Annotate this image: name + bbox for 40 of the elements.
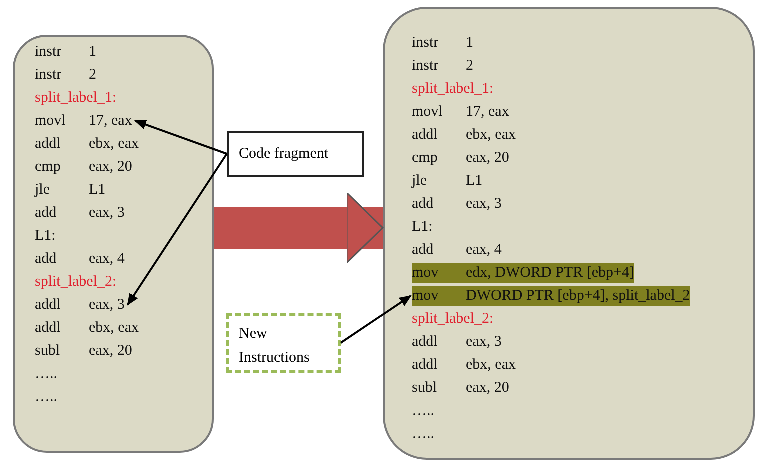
code-line: addl ebx, eax bbox=[412, 355, 516, 375]
code-line: subl eax, 20 bbox=[35, 341, 132, 361]
callout-box: Code fragment bbox=[227, 131, 364, 177]
code-line: cmp eax, 20 bbox=[35, 157, 132, 177]
code-line: subl eax, 20 bbox=[412, 378, 510, 398]
dashed-callout-box: New Instructions bbox=[226, 313, 341, 373]
code-line: L1: bbox=[35, 226, 56, 246]
code-line: instr 1 bbox=[412, 33, 474, 53]
code-line: instr 1 bbox=[35, 42, 96, 62]
code-line: ….. bbox=[35, 364, 58, 384]
code-line: ….. bbox=[35, 387, 58, 407]
code-panel bbox=[13, 35, 214, 453]
code-line: movl 17, eax bbox=[412, 102, 510, 122]
code-line: add eax, 3 bbox=[412, 194, 502, 214]
code-line: split_label_1: bbox=[412, 79, 494, 99]
code-line: add eax, 4 bbox=[35, 249, 125, 269]
block-arrow bbox=[214, 192, 384, 264]
code-line: ….. bbox=[412, 401, 434, 421]
code-line: addl ebx, eax bbox=[35, 318, 139, 338]
code-line: split_label_2: bbox=[412, 309, 494, 329]
code-line: split_label_2: bbox=[35, 272, 117, 292]
code-line: split_label_1: bbox=[35, 88, 117, 108]
code-line: add eax, 3 bbox=[35, 203, 125, 223]
code-line: cmp eax, 20 bbox=[412, 148, 510, 168]
code-line: movl 17, eax bbox=[35, 111, 132, 131]
code-panel bbox=[383, 7, 755, 460]
code-line: addl ebx, eax bbox=[412, 125, 516, 145]
code-line: addl ebx, eax bbox=[35, 134, 139, 154]
code-line: instr 2 bbox=[35, 65, 96, 85]
arrow bbox=[127, 153, 228, 306]
code-line: addl eax, 3 bbox=[412, 332, 502, 352]
code-line: addl eax, 3 bbox=[35, 295, 125, 315]
arrow bbox=[134, 120, 228, 155]
code-line: instr 2 bbox=[412, 56, 474, 76]
code-line: ….. bbox=[412, 424, 434, 444]
code-line: jle L1 bbox=[35, 180, 106, 200]
code-line: add eax, 4 bbox=[412, 240, 502, 260]
arrow bbox=[340, 295, 412, 344]
code-line: L1: bbox=[412, 217, 433, 237]
code-line: jle L1 bbox=[412, 171, 483, 191]
